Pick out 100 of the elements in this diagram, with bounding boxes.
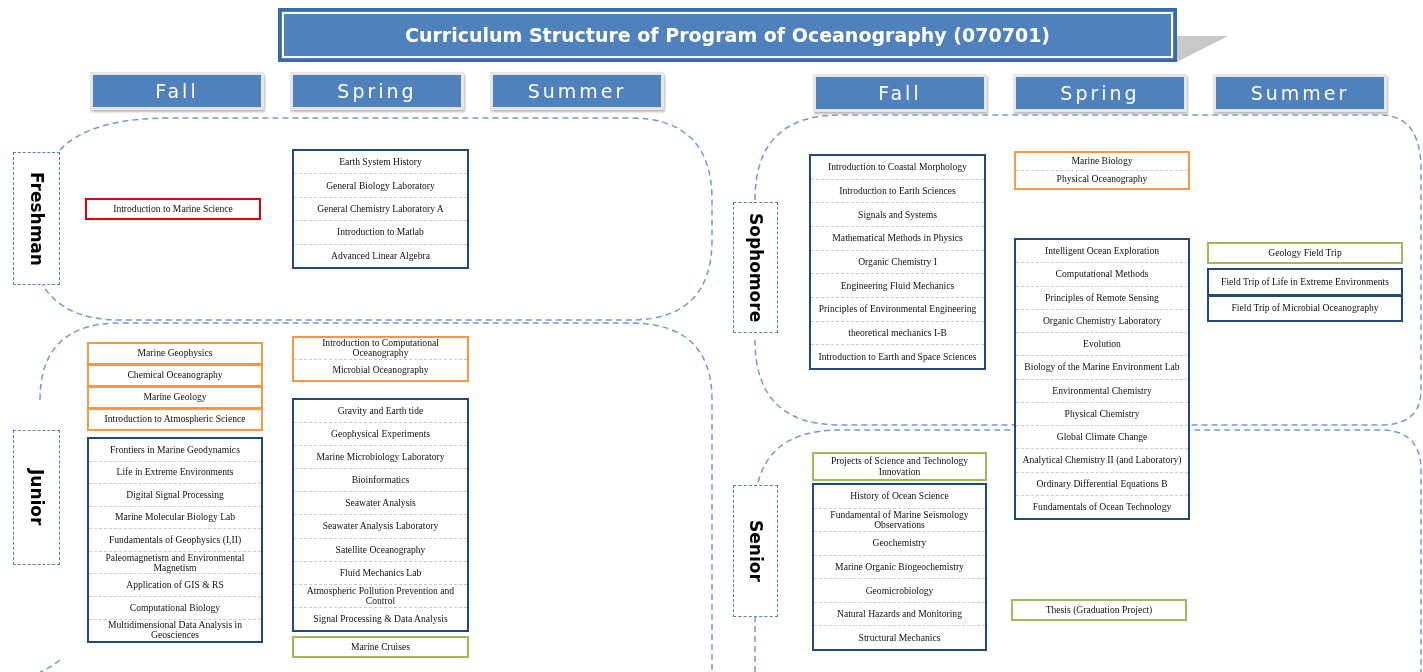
course-name: Geochemistry — [814, 532, 985, 556]
semester-header: Fall — [90, 72, 264, 110]
course-name: Principles of Remote Sensing — [1016, 286, 1188, 310]
course-name: Signals and Systems — [811, 203, 984, 227]
semester-header: Summer — [490, 72, 664, 110]
course-name: Introduction to Marine Science — [112, 201, 234, 216]
year-label-box — [733, 485, 778, 617]
course-box — [1207, 242, 1403, 264]
course-box — [292, 398, 469, 632]
course-name: Environmental Chemistry — [1016, 379, 1188, 403]
year-label-box — [733, 202, 778, 333]
course-name: Marine Organic Biogeochemistry — [814, 555, 985, 580]
course-name: Analytical Chemistry II (and Laboratory) — [1016, 449, 1188, 473]
course-name: Geophysical Experiments — [294, 423, 467, 447]
course-name: Application of GIS & RS — [89, 574, 261, 597]
course-name: Earth System History — [294, 151, 467, 175]
course-name: Computational Biology — [89, 596, 261, 620]
course-name: Projects of Science and Technology Innovation — [829, 454, 970, 479]
course-name: Marine Molecular Biology Lab — [89, 506, 261, 530]
course-name: Paleomagnetism and Environmental Magnetism — [89, 551, 261, 575]
course-name: Structural Mechanics — [857, 630, 942, 645]
course-name: History of Ocean Science — [814, 485, 985, 509]
course-name: theoretical mechanics I-B — [811, 321, 984, 346]
year-label-box — [13, 430, 60, 565]
course-box — [87, 342, 263, 365]
course-name: Gravity and Earth tide — [294, 400, 467, 424]
year-label: Freshman — [26, 171, 47, 266]
course-name: Engineering Fluid Mechanics — [811, 274, 984, 299]
course-box — [812, 452, 987, 481]
course-name: Seawater Analysis — [294, 492, 467, 516]
course-name: Organic Chemistry Laboratory — [1016, 309, 1188, 333]
course-name: Fluid Mechanics Lab — [294, 561, 467, 585]
course-box — [87, 386, 263, 409]
course-box — [85, 198, 261, 220]
course-box — [812, 483, 987, 651]
year-label-box — [13, 152, 60, 285]
course-name: General Chemistry Laboratory A — [294, 197, 467, 222]
course-name: Life in Extreme Environments — [89, 461, 261, 485]
course-name: General Biology Laboratory — [294, 174, 467, 198]
year-label: Junior — [26, 469, 47, 526]
course-name: Natural Hazards and Monitoring — [814, 602, 985, 627]
course-name: Geology Field Trip — [1267, 245, 1343, 260]
course-name: Chemical Oceanography — [126, 368, 224, 383]
course-box — [292, 636, 469, 658]
course-box — [87, 408, 263, 431]
course-name: Advanced Linear Algebra — [329, 248, 432, 263]
course-name: Introduction to Coastal Morphology — [811, 156, 984, 180]
course-name: Microbial Oceanography — [331, 362, 430, 377]
semester-header: Fall — [813, 74, 987, 112]
course-name: Signal Processing & Data Analysis — [312, 611, 449, 626]
course-box — [292, 149, 469, 269]
course-name: Fundamentals of Ocean Technology — [1031, 499, 1173, 514]
course-name: Fundamental of Marine Seismology Observations — [814, 508, 985, 533]
course-name: Marine Biology — [1016, 153, 1188, 171]
course-box — [809, 154, 986, 370]
course-name: Satellite Oceanography — [294, 538, 467, 562]
course-name: Field Trip of Life in Extreme Environments — [1220, 274, 1390, 289]
course-name: Marine Cruises — [350, 639, 411, 654]
course-name: Seawater Analysis Laboratory — [294, 515, 467, 539]
course-box — [87, 364, 263, 387]
title-banner: Curriculum Structure of Program of Oceanography (070701) — [278, 8, 1177, 62]
course-name: Geomicrobiology — [814, 579, 985, 603]
course-name: Multidimensional Data Analysis in Geosciences — [106, 619, 243, 642]
course-box — [1014, 151, 1190, 190]
year-label: Senior — [745, 520, 766, 582]
semester-header: Spring — [290, 72, 464, 110]
course-name: Evolution — [1016, 333, 1188, 357]
semester-header: Spring — [1013, 74, 1187, 112]
course-name: Marine Microbiology Laboratory — [294, 446, 467, 470]
course-name: Mathematical Methods in Physics — [811, 227, 984, 251]
course-name: Marine Geophysics — [136, 346, 214, 361]
course-name: Organic Chemistry I — [811, 250, 984, 275]
course-name: Marine Geology — [142, 390, 208, 405]
course-name: Physical Oceanography — [1055, 172, 1149, 187]
semester-header: Summer — [1213, 74, 1387, 112]
course-name: Introduction to Earth and Space Sciences — [817, 349, 978, 364]
course-box — [1207, 295, 1403, 322]
course-name: Thesis (Graduation Project) — [1044, 602, 1154, 617]
course-name: Digital Signal Processing — [89, 484, 261, 507]
course-name: Introduction to Computational Oceanography — [294, 338, 467, 360]
course-name: Field Trip of Microbial Oceanography — [1230, 301, 1380, 316]
course-name: Bioinformatics — [294, 469, 467, 493]
course-name: Principles of Environmental Engineering — [811, 298, 984, 322]
course-name: Physical Chemistry — [1016, 402, 1188, 426]
course-name: Global Climate Change — [1016, 426, 1188, 450]
course-name: Ordinary Differential Equations B — [1016, 472, 1188, 496]
course-name: Intelligent Ocean Exploration — [1016, 240, 1188, 264]
course-box — [87, 437, 263, 643]
course-name: Introduction to Earth Sciences — [811, 179, 984, 204]
course-box — [1014, 238, 1190, 520]
course-name: Computational Methods — [1016, 263, 1188, 287]
course-name: Introduction to Matlab — [294, 221, 467, 245]
course-box — [1011, 599, 1187, 621]
course-name: Frontiers in Marine Geodynamics — [89, 439, 261, 462]
course-name: Fundamentals of Geophysics (I,II) — [89, 529, 261, 552]
course-name: Introduction to Atmospheric Science — [103, 412, 247, 427]
course-name: Atmospheric Pollution Prevention and Control — [294, 584, 467, 608]
course-box — [1207, 268, 1403, 296]
course-name: Biology of the Marine Environment Lab — [1016, 356, 1188, 380]
course-box — [292, 336, 469, 382]
